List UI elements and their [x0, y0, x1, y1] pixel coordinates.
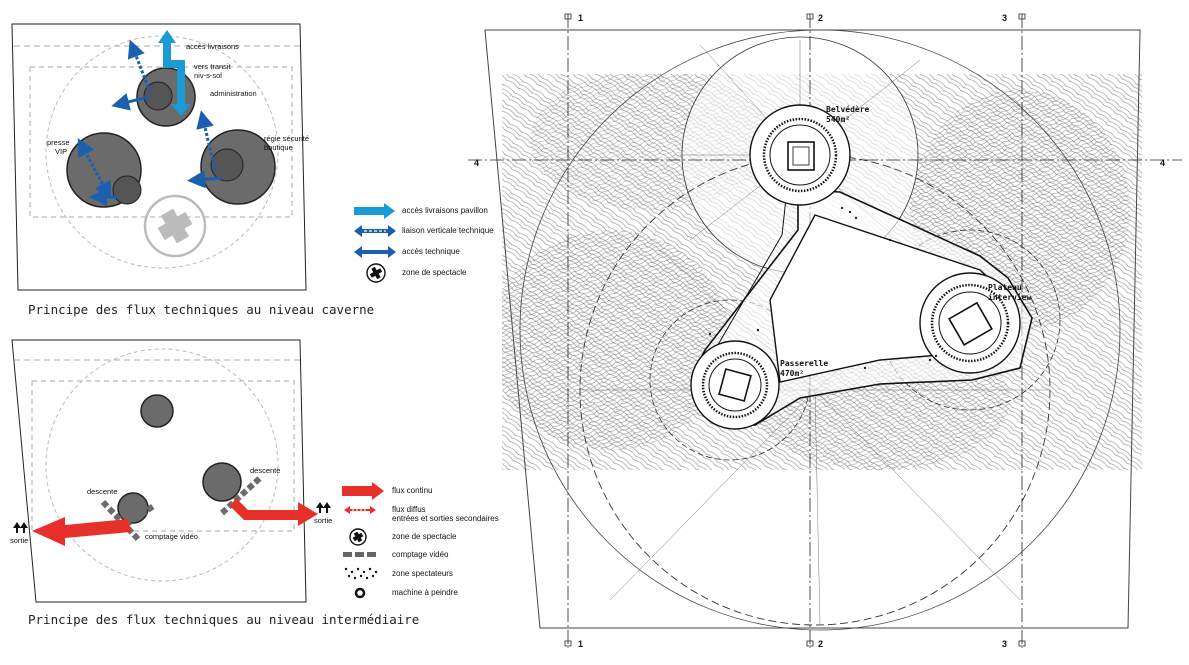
legend-item-acces-technique: accès technique — [402, 247, 460, 256]
intermediaire-plan-svg — [11, 339, 331, 603]
caverne-plan-svg — [11, 23, 307, 291]
caverne-frame — [11, 23, 307, 291]
plateau-platform — [919, 272, 1021, 374]
label-comptage-video: comptage vidéo — [145, 532, 198, 541]
label-sortie-right: sortie — [314, 516, 333, 525]
label-passerelle-area: 470m² — [780, 369, 804, 378]
legend-item-flux-diffus-2: entrées et sorties secondaires — [392, 514, 499, 523]
axis-label-3-bottom: 3 — [1002, 639, 1007, 649]
legend-item-zone-spectacle: zone de spectacle — [402, 268, 467, 277]
diagram-caverne: accès livraisons vers transit niv-s-sol … — [0, 0, 320, 300]
legend-item-comptage: comptage vidéo — [392, 550, 449, 559]
site-plan-svg: 1 2 3 4 4 1 2 3 — [468, 13, 1182, 649]
label-presse: presse — [47, 138, 70, 147]
cross-circle-icon — [366, 263, 386, 283]
dots-pattern-icon — [344, 567, 378, 580]
label-belvedere-area: 540m² — [826, 115, 850, 124]
axis-label-2-bottom: 2 — [818, 639, 823, 649]
axis-label-3-top: 3 — [1002, 13, 1007, 23]
legend-item-machine: machine à peindre — [392, 588, 458, 597]
label-interview: interview — [988, 292, 1032, 302]
ring-icon — [354, 587, 366, 599]
blue-double-arrow-icon — [354, 246, 396, 258]
legend-intermediaire: flux continu flux diffus entrées et sort… — [340, 480, 515, 610]
axis-label-2-top: 2 — [818, 13, 823, 23]
legend-item-liaison: liaison verticale technique — [402, 226, 494, 235]
livraisons-arrow — [158, 30, 191, 116]
intermediaire-frame — [11, 339, 307, 603]
axis-label-1-bottom: 1 — [578, 639, 583, 649]
legend-caverne: accès livraisons pavillon liaison vertic… — [340, 200, 510, 290]
zone-spectacle-circle — [143, 194, 207, 258]
legend-item-livraisons: accès livraisons pavillon — [402, 206, 488, 215]
legend-item-flux-continu: flux continu — [392, 486, 433, 495]
axis-label-4-right: 4 — [1160, 158, 1165, 168]
label-niv-s-sol: niv-s-sol — [194, 71, 222, 80]
grey-dashes-icon — [343, 552, 376, 557]
cross-circle-icon — [349, 528, 367, 546]
passerelle-platform — [690, 340, 780, 430]
dotted-blue-double-arrow-icon — [354, 225, 396, 237]
legend-item-zone-spectacle-2: zone de spectacle — [392, 532, 457, 541]
belvedere-platform — [749, 104, 851, 206]
diagram-intermediaire: descente descente comptage vidéo sortie … — [0, 330, 340, 610]
circle-top — [140, 394, 174, 428]
label-descente-right: descente — [250, 466, 281, 475]
axis-label-1-top: 1 — [578, 13, 583, 23]
label-passerelle: Passerelle — [780, 359, 828, 368]
label-descente-left: descente — [87, 487, 118, 496]
label-sortie-left: sortie — [10, 536, 29, 545]
sortie-left-icon — [13, 522, 28, 533]
red-flux-right — [230, 498, 318, 526]
circle-regie — [200, 129, 276, 205]
spectator-dots — [708, 206, 938, 370]
label-vip: VIP — [55, 147, 68, 156]
label-boutique: boutique — [264, 143, 293, 152]
sortie-right-icon — [316, 502, 331, 513]
legend-item-spectateurs: zone spectateurs — [392, 569, 453, 578]
label-belvedere: Belvédère — [826, 104, 870, 114]
light-blue-arrow-icon — [354, 203, 395, 219]
red-arrow-icon — [342, 482, 384, 500]
legend-item-flux-diffus: flux diffus — [392, 505, 426, 514]
caption-caverne: Principe des flux techniques au niveau c… — [28, 302, 375, 317]
dotted-red-arrow-icon — [344, 506, 376, 514]
label-administration: administration — [210, 89, 257, 98]
caption-intermediaire: Principe des flux techniques au niveau i… — [28, 612, 420, 627]
label-regie-securite: régie sécurité — [264, 134, 310, 143]
label-vers-transit: vers transit — [194, 62, 231, 71]
label-plateau: Plateau — [988, 283, 1022, 292]
label-acces-livraisons: accès livraisons — [186, 42, 239, 51]
circle-right — [202, 462, 242, 502]
site-plan: 1 2 3 4 4 1 2 3 — [460, 0, 1189, 661]
red-flux-left — [32, 517, 131, 546]
axis-label-4-left: 4 — [474, 158, 479, 168]
